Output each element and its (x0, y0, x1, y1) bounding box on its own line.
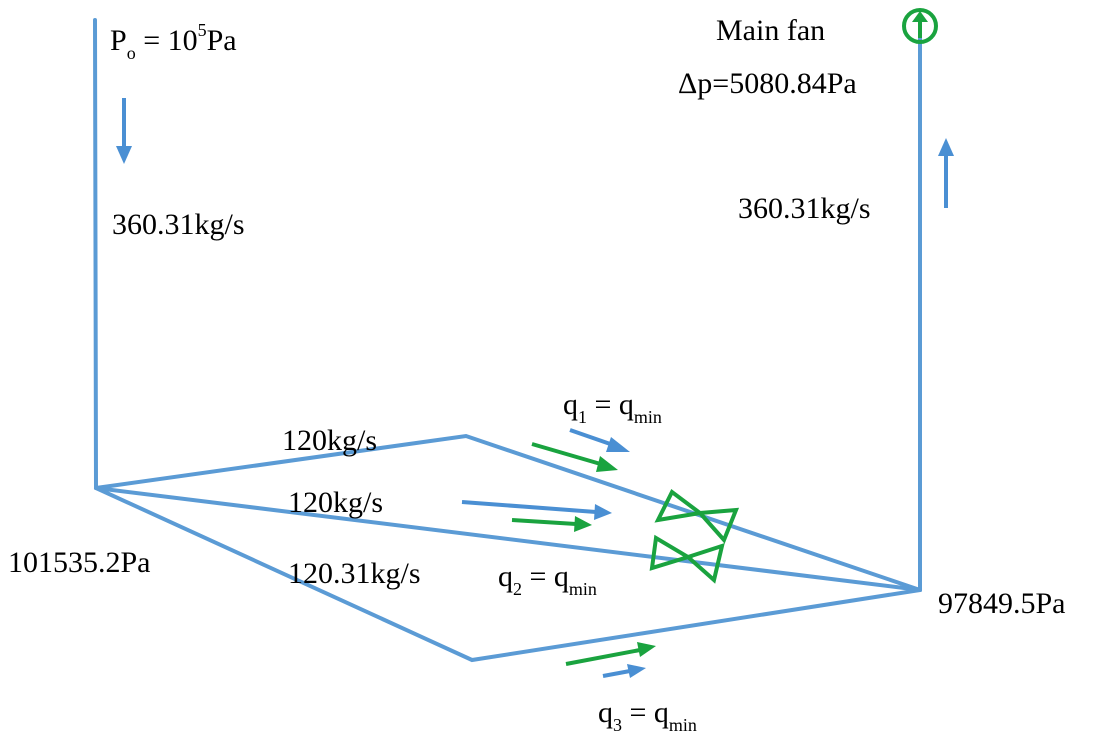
branch-3-duct (94, 486, 922, 663)
control-arrows (511, 442, 656, 666)
branch-1-duct (94, 433, 922, 592)
inlet-flow-arrow (116, 98, 132, 164)
valve-icon (654, 488, 740, 544)
outlet-flow-label: 360.31kg/s (738, 192, 871, 225)
branch-2-control-arrow (511, 516, 592, 532)
inlet-shaft (93, 18, 98, 490)
branch-2-duct (94, 486, 922, 592)
fan-icon (902, 8, 938, 44)
flow-arrows (116, 98, 954, 678)
valve-icon (649, 534, 725, 584)
branch-3-control-arrow (565, 642, 656, 666)
branch-1-flow-label: 120kg/s (282, 424, 377, 457)
right-node-pressure-label: 97849.5Pa (938, 587, 1066, 620)
branch-3-flow-arrow (602, 664, 646, 678)
inlet-flow-label: 360.31kg/s (112, 208, 245, 241)
left-node-pressure-label: 101535.2Pa (8, 546, 151, 579)
branch-1-control-arrow (531, 442, 618, 472)
ducts (93, 18, 922, 663)
branch-3-flow-label: 120.31kg/s (288, 557, 421, 590)
branch-3-q-label: q3 = qmin (598, 696, 697, 735)
branch-1-flow-arrow (569, 428, 630, 452)
branch-2-flow-arrow (461, 500, 612, 520)
outlet-flow-arrow (938, 138, 954, 208)
branch-2-flow-label: 120kg/s (288, 486, 383, 519)
fan-pressure-label: Δp=5080.84Pa (678, 67, 857, 100)
inlet-pressure-label: Po = 105Pa (110, 20, 237, 63)
fan-label: Main fan (716, 14, 825, 47)
branch-2-q-label: q2 = qmin (498, 560, 597, 599)
branch-1-q-label: q1 = qmin (563, 388, 662, 427)
